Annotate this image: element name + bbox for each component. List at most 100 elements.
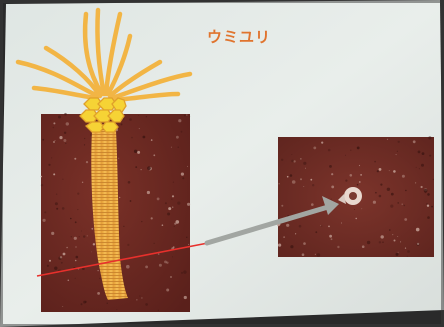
rock-speckle bbox=[292, 180, 296, 184]
rock-speckle bbox=[74, 237, 77, 240]
rock-speckle bbox=[86, 161, 88, 163]
rock-speckle bbox=[291, 160, 294, 163]
rock-speckle bbox=[42, 139, 44, 141]
rock-speckle bbox=[356, 218, 357, 219]
rock-speckle bbox=[136, 299, 137, 300]
rock-speckle bbox=[127, 244, 129, 246]
rock-speckle bbox=[186, 115, 187, 116]
rock-speckle bbox=[302, 253, 305, 256]
rock-speckle bbox=[172, 256, 173, 257]
rock-speckle bbox=[407, 250, 410, 253]
rock-speckle bbox=[341, 223, 342, 224]
rock-speckle bbox=[75, 260, 77, 262]
rock-speckle bbox=[329, 165, 332, 168]
rock-speckle bbox=[53, 141, 55, 143]
rock-speckle bbox=[141, 221, 142, 222]
rock-speckle bbox=[291, 154, 292, 155]
rock-speckle bbox=[393, 170, 396, 173]
rock-speckle bbox=[293, 160, 295, 162]
rock-speckle bbox=[389, 170, 390, 171]
rock-speckle bbox=[303, 242, 306, 245]
rock-speckle bbox=[188, 244, 189, 245]
rock-speckle bbox=[131, 137, 133, 139]
rock-speckle bbox=[91, 228, 93, 230]
rock-speckle bbox=[51, 232, 54, 235]
rock-speckle bbox=[331, 186, 334, 189]
rock-speckle bbox=[141, 169, 142, 170]
rock-speckle bbox=[429, 155, 431, 157]
rock-speckle bbox=[286, 224, 289, 227]
rock-speckle bbox=[404, 218, 407, 221]
rock-speckle bbox=[397, 202, 399, 204]
rock-speckle bbox=[360, 174, 362, 176]
rock-speckle bbox=[382, 242, 383, 243]
rock-speckle bbox=[415, 182, 416, 183]
rock-speckle bbox=[367, 241, 370, 244]
rock-speckle bbox=[417, 243, 419, 245]
rock-speckle bbox=[55, 202, 58, 205]
rock-speckle bbox=[320, 225, 321, 226]
rock-speckle bbox=[174, 226, 175, 227]
slide-title: ウミユリ bbox=[207, 26, 271, 47]
rock-speckle bbox=[312, 184, 314, 186]
rock-speckle bbox=[53, 127, 54, 128]
rock-speckle bbox=[389, 229, 391, 231]
rock-speckle bbox=[70, 218, 72, 220]
rock-speckle bbox=[87, 235, 88, 236]
rock-speckle bbox=[379, 241, 381, 243]
rock-speckle bbox=[362, 245, 365, 248]
rock-speckle bbox=[311, 203, 314, 206]
rock-speckle bbox=[186, 237, 187, 238]
rock-speckle bbox=[91, 252, 92, 253]
rock-speckle bbox=[172, 195, 174, 197]
rock-speckle bbox=[145, 303, 148, 306]
rock-speckle bbox=[153, 154, 155, 156]
rock-speckle bbox=[81, 231, 82, 232]
rock-speckle bbox=[53, 122, 55, 124]
rock-speckle bbox=[321, 142, 323, 144]
rock-speckle bbox=[416, 228, 420, 232]
rock-speckle bbox=[93, 243, 95, 245]
rock-speckle bbox=[157, 198, 160, 201]
rock-speckle bbox=[425, 191, 427, 193]
rock-speckle bbox=[345, 180, 347, 182]
rock-speckle bbox=[126, 265, 130, 269]
rock-speckle bbox=[147, 191, 150, 194]
rock-speckle bbox=[171, 199, 172, 200]
rock-speckle bbox=[331, 173, 333, 175]
rock-speckle bbox=[41, 176, 43, 178]
rock-speckle bbox=[62, 306, 63, 307]
rock-speckle bbox=[328, 226, 330, 228]
rock-speckle bbox=[397, 236, 398, 237]
rock-speckle bbox=[321, 226, 322, 227]
rock-speckle bbox=[77, 193, 79, 195]
rock-speckle bbox=[421, 164, 424, 167]
rock-speckle bbox=[305, 168, 306, 169]
rock-speckle bbox=[68, 280, 70, 282]
rock-speckle bbox=[172, 207, 173, 208]
rock-speckle bbox=[146, 116, 147, 117]
rock-speckle bbox=[63, 139, 66, 142]
rock-speckle bbox=[162, 224, 164, 226]
rock-speckle bbox=[182, 177, 184, 179]
rock-speckle bbox=[138, 115, 139, 116]
rock-speckle bbox=[58, 116, 61, 119]
rock-speckle bbox=[167, 213, 170, 216]
rock-speckle bbox=[300, 158, 301, 159]
rock-speckle bbox=[123, 226, 124, 227]
rock-speckle bbox=[177, 202, 180, 205]
rock-speckle bbox=[187, 166, 188, 167]
rock-speckle bbox=[139, 296, 140, 297]
rock-speckle bbox=[119, 197, 120, 198]
rock-speckle bbox=[278, 244, 281, 247]
rock-speckle bbox=[143, 136, 146, 139]
rock-speckle bbox=[407, 256, 408, 257]
rock-speckle bbox=[418, 151, 421, 154]
rock-speckle bbox=[387, 139, 388, 140]
rock-speckle bbox=[165, 202, 167, 204]
rock-speckle bbox=[419, 168, 420, 169]
rock-speckle bbox=[405, 190, 406, 191]
rock-speckle bbox=[402, 204, 403, 205]
rock-speckle bbox=[178, 119, 181, 122]
rock-speckle bbox=[147, 166, 151, 170]
